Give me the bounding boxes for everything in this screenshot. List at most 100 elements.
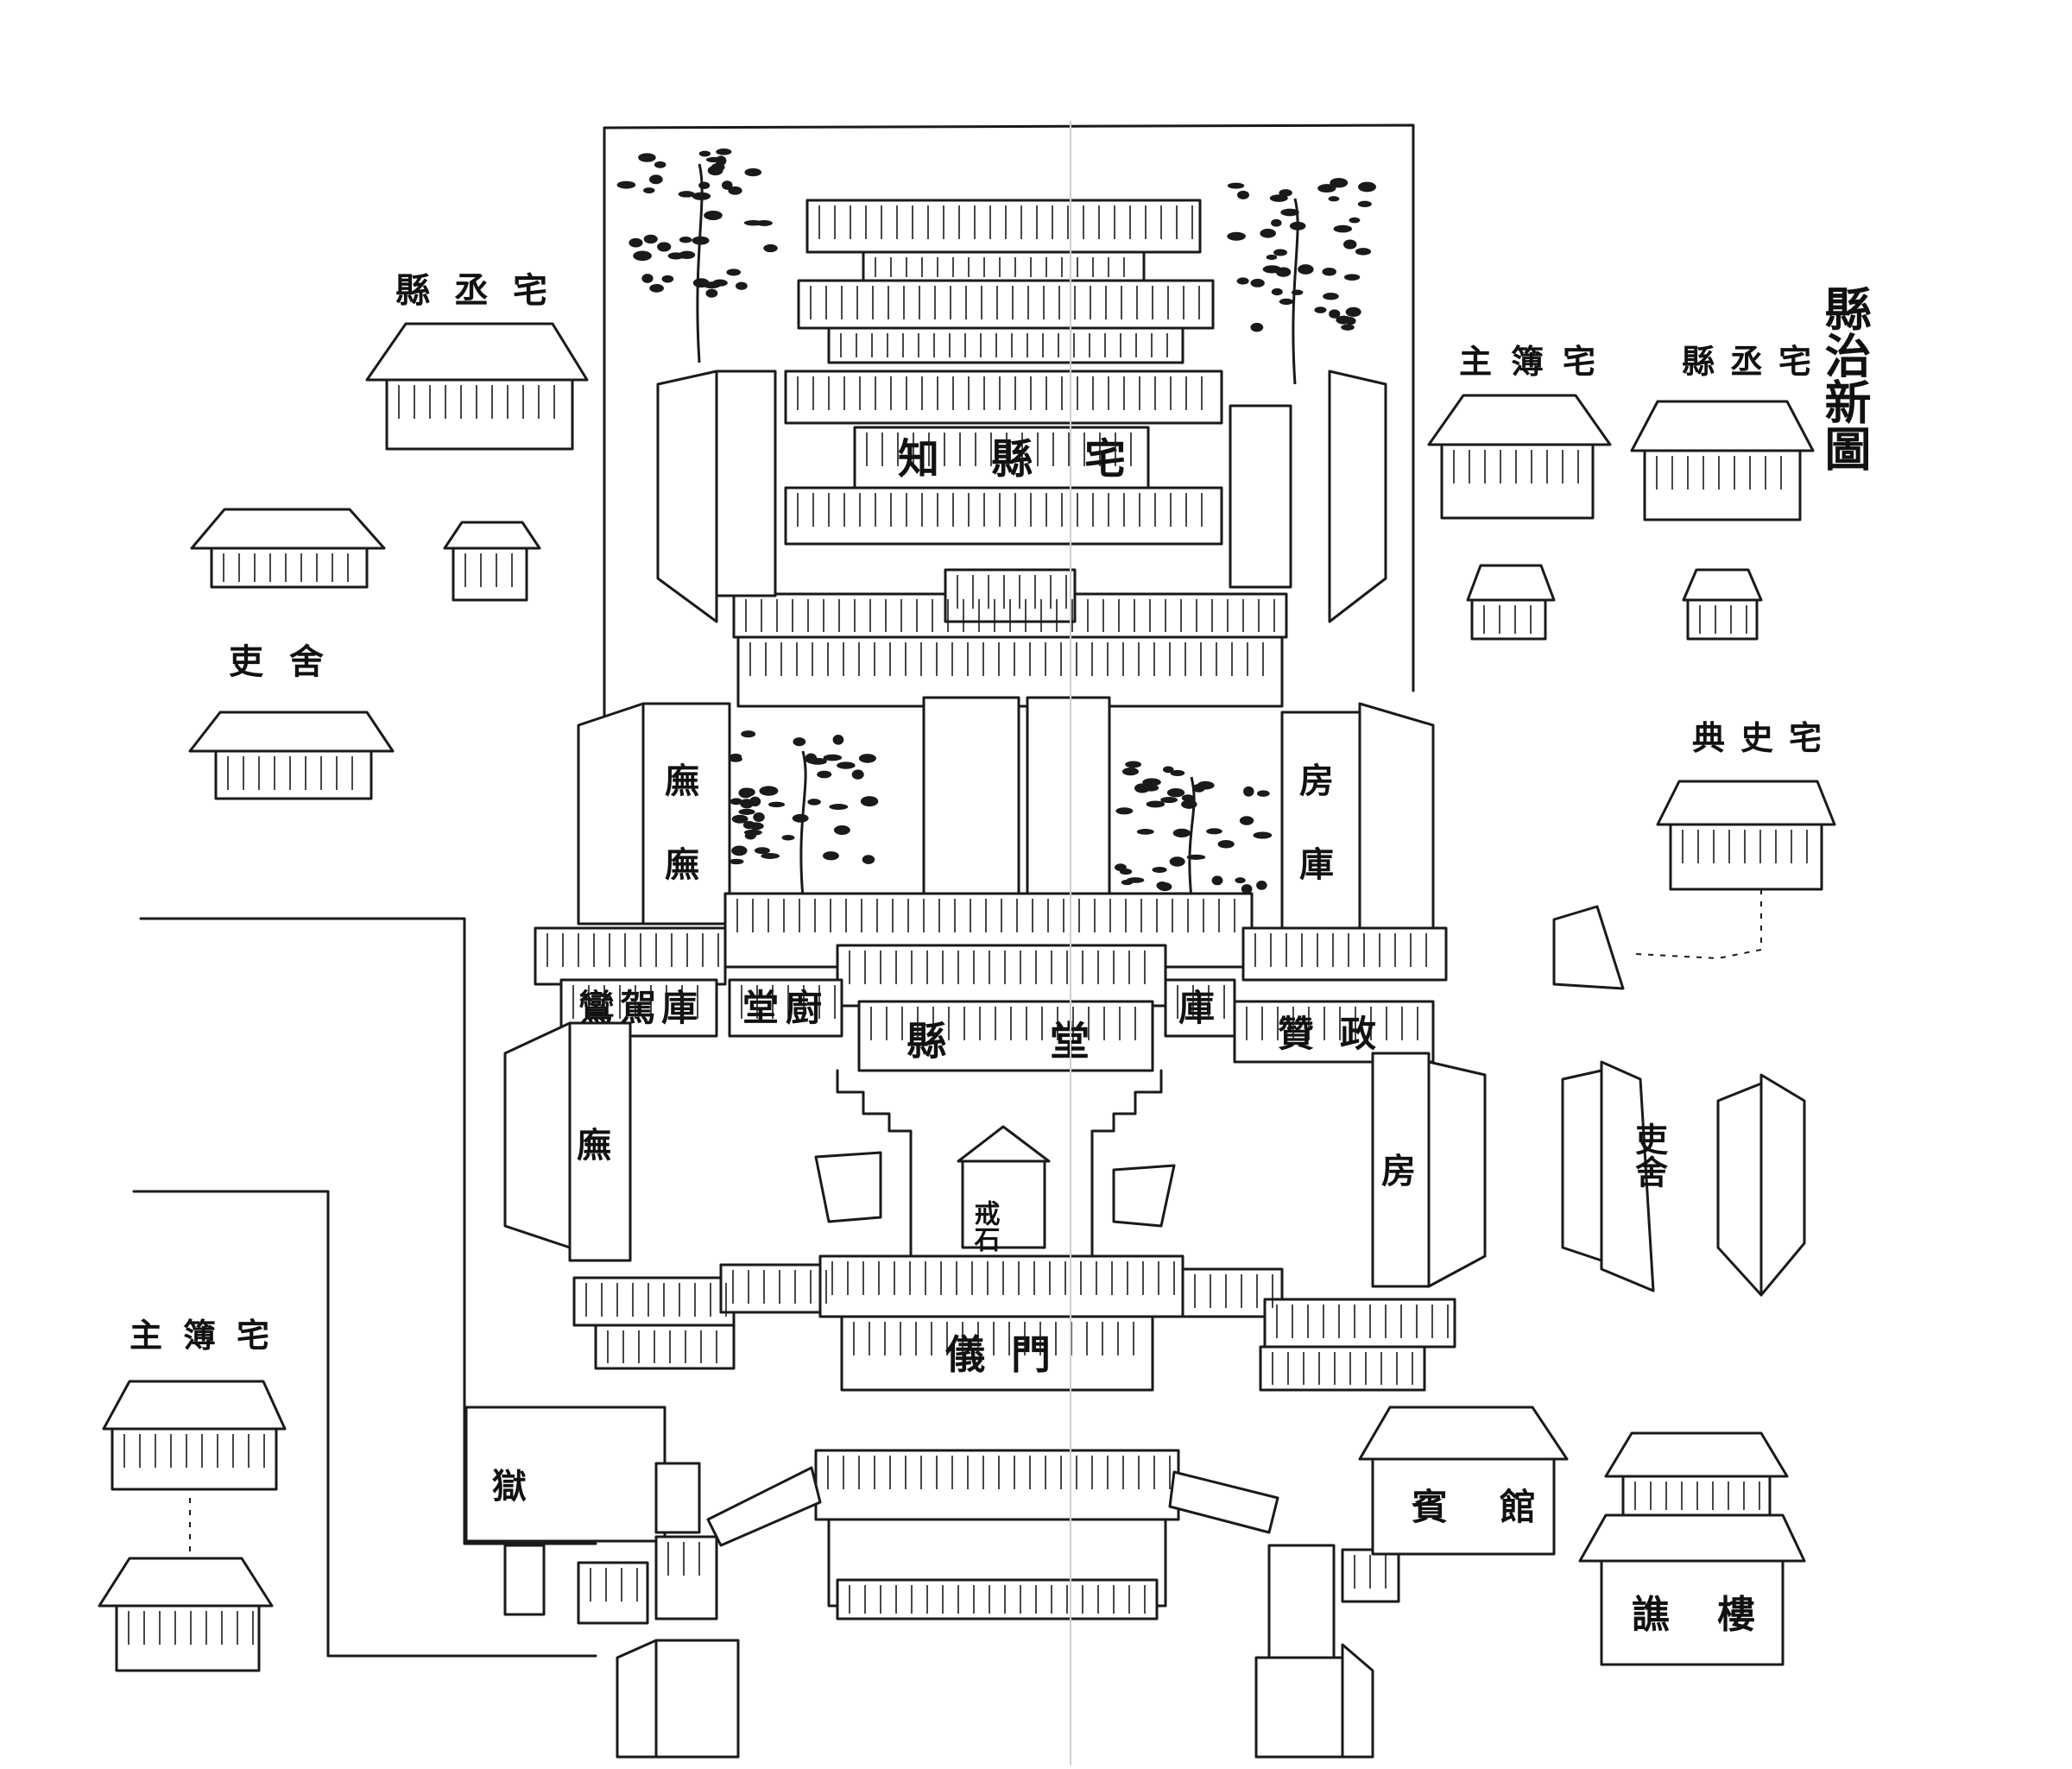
tree-leaf: [740, 799, 754, 809]
roof-tiles: [870, 1007, 1136, 1040]
tree-leaf: [1317, 184, 1336, 193]
tree-leaf: [1241, 884, 1253, 894]
label-gallery-right-c: 房: [1381, 1151, 1416, 1191]
tree-leaf: [643, 187, 655, 194]
tree-leaf: [1206, 828, 1222, 835]
tree-leaf: [1186, 854, 1206, 860]
roof-tiles: [1246, 1007, 1418, 1040]
middle-courtyard: 廡 廡 房 庫 鸞駕庫 堂廚 縣堂 庫 贊政 廡 房: [503, 696, 1487, 1288]
roof-tiles: [810, 286, 1200, 319]
tree-leaf: [1260, 228, 1277, 238]
front-gate-area: 獄: [464, 1406, 1400, 1759]
label-clerks-quarters-left: 吏舍: [229, 641, 350, 682]
tree-leaf: [1329, 309, 1341, 319]
tree-leaf: [1134, 783, 1151, 793]
tree-leaf: [641, 274, 654, 283]
roof-tiles: [1276, 1305, 1449, 1338]
tree-leaf: [1181, 799, 1197, 809]
roof-tiles: [840, 333, 1168, 357]
label-gallery-right-a: 房: [1299, 761, 1334, 801]
tree-leaf: [1217, 839, 1235, 849]
tree-leaf: [1291, 289, 1304, 295]
label-admonition-stone: 戒石: [970, 1200, 1001, 1252]
roof-tiles: [741, 985, 836, 1019]
tree-leaf: [678, 191, 695, 198]
tree-leaf: [1355, 248, 1372, 256]
tree-icon: [729, 730, 879, 899]
tree-leaf: [763, 243, 778, 253]
roof-tiles: [128, 1611, 254, 1645]
map-title-text: 縣治新圖: [1816, 285, 1872, 471]
tree-leaf: [731, 845, 748, 856]
tree-leaf: [858, 754, 876, 763]
tree-leaf: [654, 161, 666, 168]
tree-leaf: [1239, 816, 1254, 825]
tree-leaf: [1273, 249, 1288, 256]
label-gallery-left-c: 廡: [577, 1125, 611, 1166]
tree-leaf: [679, 237, 692, 243]
tree-leaf: [1121, 767, 1140, 776]
tree-leaf: [721, 180, 733, 190]
roof-tiles: [546, 933, 719, 967]
roof-tiles: [227, 756, 353, 790]
tree-leaf: [1343, 274, 1361, 281]
tree-leaf: [1280, 208, 1299, 217]
tree-leaf: [793, 737, 806, 747]
roof-tiles: [818, 205, 1193, 239]
tree-leaf: [1146, 800, 1166, 808]
tree-leaf: [1271, 218, 1282, 227]
roof-tiles: [853, 1322, 1134, 1355]
tree-leaf: [759, 786, 779, 796]
tree-leaf: [705, 288, 718, 298]
tree-leaf: [735, 281, 748, 290]
tree-leaf: [1152, 867, 1167, 873]
tree-icon: [1227, 178, 1376, 385]
roof-tiles: [223, 553, 349, 582]
label-ceremonial-gate: 儀門: [944, 1331, 1077, 1378]
enclosure-walls: [132, 123, 1762, 1658]
tree-leaf: [1279, 298, 1294, 306]
roof-tiles: [667, 1542, 700, 1576]
label-deputy-residence-left: 縣丞宅: [395, 270, 572, 311]
roof-tiles: [875, 257, 1125, 277]
tree-leaf: [837, 761, 856, 769]
label-drum-tower: 譙樓: [1632, 1593, 1803, 1637]
tree-leaf: [704, 210, 723, 221]
label-county-hall: 縣堂: [906, 1018, 1193, 1065]
tree-leaf: [1256, 790, 1270, 797]
tree-leaf: [738, 808, 755, 815]
tree-leaf: [1279, 189, 1292, 197]
tree-leaf: [667, 252, 685, 260]
label-registrar-residence-left: 主簿宅: [130, 1316, 290, 1355]
tree-leaf: [823, 851, 839, 861]
tree-leaf: [744, 167, 762, 177]
tree-leaf: [698, 150, 711, 157]
tree-leaf: [1289, 221, 1306, 231]
tree-leaf: [807, 799, 821, 806]
tree-leaf: [1250, 322, 1264, 332]
tree-leaf: [741, 730, 756, 738]
tree-leaf: [1323, 293, 1339, 300]
tree-leaf: [742, 820, 755, 830]
tree-leaf: [833, 824, 850, 835]
tree-leaf: [1322, 267, 1336, 276]
tree-trunk: [696, 163, 704, 363]
trees: [616, 148, 1376, 909]
tree-leaf: [862, 855, 875, 864]
tree-leaf: [1271, 287, 1283, 296]
tree-leaf: [1121, 879, 1134, 886]
roof-tiles: [831, 1261, 1175, 1295]
roof-tiles: [749, 642, 1264, 676]
tree-leaf: [1275, 267, 1292, 277]
roof-tiles: [1634, 1482, 1760, 1510]
roof-tiles: [866, 433, 1132, 466]
tree-leaf: [1236, 277, 1249, 285]
roof-tiles: [849, 951, 1146, 984]
tree-leaf: [729, 858, 744, 865]
tree-leaf: [829, 804, 849, 810]
label-gallery-right-b: 庫: [1299, 844, 1334, 885]
tree-leaf: [768, 801, 786, 808]
label-gallery-left-b: 廡: [665, 844, 699, 885]
tree-leaf: [1211, 875, 1223, 886]
tree-leaf: [649, 283, 664, 293]
